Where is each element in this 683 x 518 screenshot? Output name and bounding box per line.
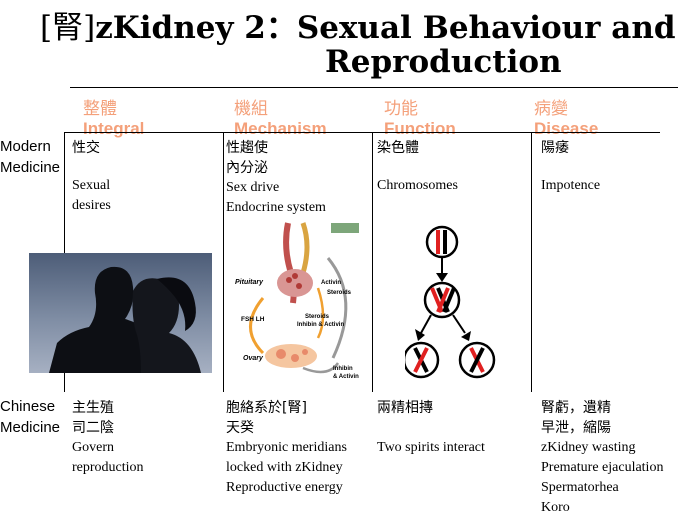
diagram-label-ovary: Ovary (243, 355, 264, 362)
slide-title: [腎]zKidney 2：Sexual Behaviour and (40, 2, 680, 47)
cell-modern-function: 染色體 Chromosomes (377, 140, 458, 193)
cell-chinese-disease: 腎虧，遺精 早泄，縮陽 zKidney wasting Premature ej… (541, 400, 664, 515)
silhouette-graphic (49, 266, 201, 373)
diagram-label-activin: Activin (321, 280, 341, 286)
col-header-function: 功能 Function (384, 99, 456, 138)
diagram-label-steroids-2: Steroids (305, 314, 330, 320)
row-label-chinese: Chinese Medicine (0, 398, 61, 436)
chromosome-diagram (402, 225, 515, 380)
diagram-label-steroids: Steroids (327, 290, 352, 296)
cell-modern-mechanism: 性趨使 內分泌 Sex drive Endocrine system (226, 140, 326, 215)
diagram-label-pituitary: Pituitary (235, 279, 264, 286)
cell-modern-integral: 性交 Sexual desires (72, 140, 111, 213)
diagram-label-inhibin: Inhibin (333, 366, 353, 372)
endocrine-diagram: Pituitary FSH LH Activin Steroids Steroi… (233, 218, 368, 383)
cell-modern-disease: 陽痿 Impotence (541, 140, 601, 193)
title-line2: Reproduction (325, 44, 562, 80)
chromosome-graphic (402, 225, 496, 379)
column-divider (372, 132, 373, 392)
col-header-disease: 病變 Disease (534, 99, 599, 138)
diagram-label-inhibin-activin: Inhibin & Activin (297, 322, 344, 328)
cell-chinese-integral: 主生殖 司二陰 Govern reproduction (72, 400, 144, 475)
column-divider (531, 132, 532, 392)
diagram-label-fsh-lh: FSH LH (241, 316, 265, 323)
title-divider (70, 87, 678, 88)
header-rule (64, 132, 660, 133)
cell-chinese-function: 兩精相摶 Two spirits interact (377, 400, 485, 455)
col-header-mechanism: 機組 Mechanism (234, 99, 327, 138)
cell-chinese-mechanism: 胞絡系於[腎] 天癸 Embryonic meridians locked wi… (226, 400, 347, 495)
hormone-cycle-graphic: Pituitary FSH LH Activin Steroids Steroi… (235, 222, 359, 380)
title-kanji: [腎] (40, 10, 96, 46)
col-header-integral: 整體 Integral (83, 99, 145, 138)
title-line1: zKidney 2：Sexual Behaviour and (95, 10, 676, 46)
couple-silhouette-image (29, 253, 212, 373)
row-label-modern: Modern Medicine (0, 138, 61, 176)
diagram-label-activin-2: & Activin (333, 374, 359, 380)
column-divider (223, 132, 224, 392)
